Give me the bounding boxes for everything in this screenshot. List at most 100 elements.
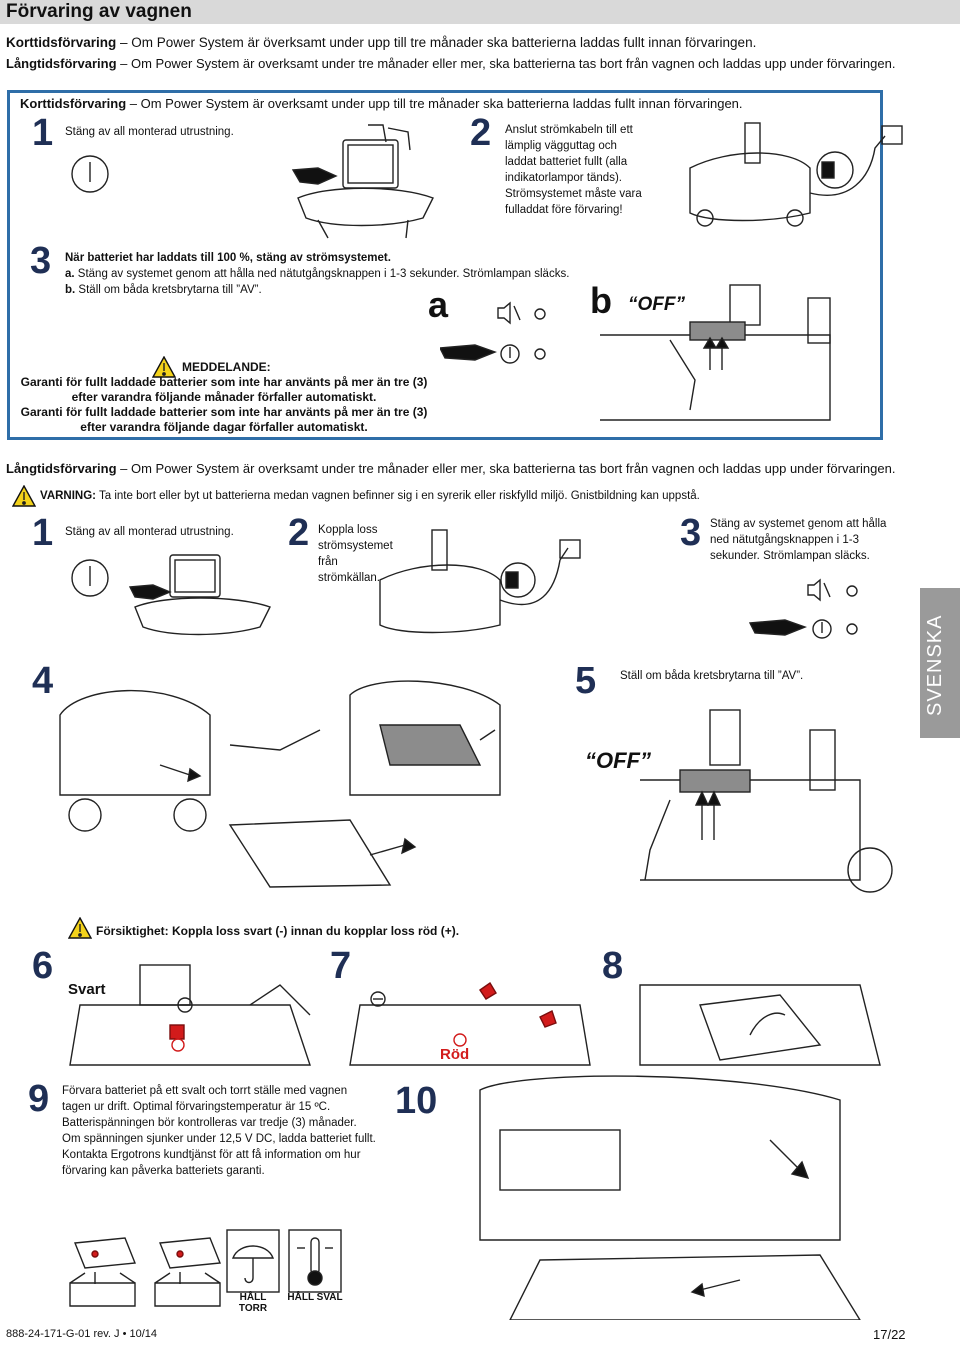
short-step1-text: Stäng av all monterad utrustning. bbox=[65, 126, 234, 138]
notice-line: Garanti för fullt laddade batterier som … bbox=[20, 375, 428, 389]
short-step3-b-text: Ställ om båda kretsbrytarna till ”AV”. bbox=[75, 284, 262, 296]
long-step9-line: tagen ur drift. Optimal förvaringstemper… bbox=[62, 1101, 331, 1113]
notice-line: efter varandra följande månader förfalle… bbox=[71, 390, 377, 404]
battery-disconnect-illustrations bbox=[69, 964, 881, 1066]
long-warning-text: Ta inte bort eller byt ut batterierna me… bbox=[96, 490, 700, 502]
short-step3-b-label: b. bbox=[65, 284, 76, 296]
short-step2-line: Anslut strömkabeln till ett bbox=[505, 124, 633, 136]
long-step1-text: Stäng av all monterad utrustning. bbox=[65, 526, 234, 538]
long-step2-line: Koppla loss bbox=[318, 524, 378, 536]
notice-title: MEDDELANDE: bbox=[182, 360, 271, 374]
cart-laptop-illustration bbox=[291, 124, 434, 239]
short-step2-line: fulladdat före förvaring! bbox=[505, 204, 623, 216]
short-step2-line: Strömsystemet måste vara bbox=[505, 188, 642, 200]
intro-long-label: Långtidsförvaring bbox=[6, 56, 117, 71]
long-off-label: “OFF” bbox=[585, 748, 651, 773]
circuit-breaker-illustration bbox=[600, 284, 831, 421]
short-step2-line: lämplig vägguttag och bbox=[505, 140, 617, 152]
cart-plug-illustration bbox=[689, 122, 903, 227]
short-section-text: – Om Power System är overksamt under upp… bbox=[126, 96, 743, 111]
intro-short-text: – Om Power System är överksamt under upp… bbox=[116, 35, 757, 50]
short-term-box bbox=[7, 90, 883, 440]
long-step9-line: Kontakta Ergotrons kundtjänst för att få… bbox=[62, 1149, 361, 1161]
long-step2-text: Koppla loss strömsystemet från strömkäll… bbox=[318, 522, 393, 586]
footer-page-number: 17/22 bbox=[873, 1327, 906, 1342]
long-step9-line: Batterispänningen bör kontrolleras var t… bbox=[62, 1117, 357, 1129]
boxes-illustration bbox=[69, 1237, 221, 1307]
footer-doc-id: 888-24-171-G-01 rev. J • 10/14 bbox=[6, 1328, 158, 1340]
long-step4-number: 4 bbox=[32, 660, 54, 702]
short-step1-number: 1 bbox=[32, 112, 54, 154]
long-step9-text: Förvara batteriet på ett svalt och torrt… bbox=[62, 1083, 376, 1179]
mute-and-power-buttons bbox=[440, 301, 546, 364]
long-step1-number: 1 bbox=[32, 512, 54, 554]
long-step9-line: Om spänningen sjunker under 12,5 V DC, l… bbox=[62, 1133, 376, 1145]
long-step5-text: Ställ om båda kretsbrytarna till ”AV”. bbox=[620, 670, 804, 682]
long-step3-line: ned nätutgångsknappen i 1-3 bbox=[710, 534, 859, 546]
intro-long-text: – Om Power System är overksamt under tre… bbox=[116, 56, 896, 71]
long-step9-number: 9 bbox=[28, 1078, 50, 1120]
long-step3-line: sekunder. Strömlampan släcks. bbox=[710, 550, 870, 562]
mute-and-power-buttons bbox=[748, 578, 858, 639]
notice-line: efter varandra följande dagar förfaller … bbox=[80, 420, 368, 434]
circuit-breaker-illustration bbox=[640, 709, 893, 893]
caution-text: Försiktighet: Koppla loss svart (-) inna… bbox=[96, 924, 460, 938]
short-step2-line: indikatorlampor tänds). bbox=[505, 172, 622, 184]
short-step3-number: 3 bbox=[30, 240, 52, 282]
long-step10-number: 10 bbox=[395, 1080, 438, 1122]
cart-unplug-illustration bbox=[379, 529, 581, 634]
long-step7-number: 7 bbox=[330, 945, 352, 987]
warning-icon bbox=[152, 356, 176, 378]
warning-icon bbox=[12, 485, 36, 507]
intro-short-label: Korttidsförvaring bbox=[6, 35, 117, 50]
intro-short: Korttidsförvaring – Om Power System är ö… bbox=[6, 35, 756, 50]
svart-label: Svart bbox=[68, 981, 106, 998]
short-step3-title: När batteriet har laddats till 100 %, st… bbox=[65, 252, 391, 264]
long-step2-line: från bbox=[318, 556, 338, 568]
long-step2-number: 2 bbox=[288, 512, 310, 554]
short-off-label: “OFF” bbox=[628, 294, 685, 315]
short-section-heading: Korttidsförvaring – Om Power System är o… bbox=[20, 96, 743, 111]
short-step3-a: a. Stäng av systemet genom att hålla ned… bbox=[65, 266, 569, 282]
long-step9-line: förvaring kan påverka batteriets garanti… bbox=[62, 1165, 265, 1177]
intro-long: Långtidsförvaring – Om Power System är o… bbox=[6, 56, 895, 71]
warning-icon bbox=[68, 917, 92, 939]
long-section-label: Långtidsförvaring bbox=[6, 461, 117, 476]
rod-label: Röd bbox=[440, 1046, 470, 1063]
language-side-tab: SVENSKA bbox=[920, 588, 960, 738]
battery-reinstall-illustration bbox=[479, 1075, 861, 1320]
short-letter-b: b bbox=[590, 280, 612, 321]
language-label: SVENSKA bbox=[924, 614, 946, 716]
long-step3-line: Stäng av systemet genom att hålla bbox=[710, 518, 887, 530]
page-title: Förvaring av vagnen bbox=[6, 1, 192, 22]
long-section-text: – Om Power System är overksamt under tre… bbox=[116, 461, 896, 476]
notice-text: Garanti för fullt laddade batterier som … bbox=[14, 375, 434, 435]
long-warning: VARNING: Ta inte bort eller byt ut batte… bbox=[40, 490, 700, 502]
short-letter-a: a bbox=[428, 284, 449, 325]
short-step3-a-text: Stäng av systemet genom att hålla ned nä… bbox=[74, 268, 570, 280]
keep-dry-label: HÅLL TORR bbox=[238, 1292, 268, 1314]
notice-line: Garanti för fullt laddade batterier som … bbox=[20, 405, 428, 419]
short-step3-b: b. Ställ om båda kretsbrytarna till ”AV”… bbox=[65, 282, 262, 298]
long-warning-label: VARNING: bbox=[40, 490, 97, 502]
long-step6-number: 6 bbox=[32, 945, 54, 987]
long-section-heading: Långtidsförvaring – Om Power System är o… bbox=[6, 461, 895, 476]
long-step5-number: 5 bbox=[575, 660, 597, 702]
power-icon bbox=[71, 155, 109, 193]
short-step2-text: Anslut strömkabeln till ett lämplig vägg… bbox=[505, 122, 642, 218]
short-section-label: Korttidsförvaring bbox=[20, 96, 127, 111]
keep-dry-and-cool-icons bbox=[226, 1229, 342, 1293]
short-step2-number: 2 bbox=[470, 112, 492, 154]
long-step3-text: Stäng av systemet genom att hålla ned nä… bbox=[710, 516, 886, 564]
long-step9-line: Förvara batteriet på ett svalt och torrt… bbox=[62, 1085, 348, 1097]
long-step8-number: 8 bbox=[602, 945, 624, 987]
long-step3-number: 3 bbox=[680, 512, 702, 554]
short-step3-a-label: a. bbox=[65, 268, 75, 280]
battery-cover-removal-illustration bbox=[59, 680, 501, 888]
long-step2-line: strömkällan. bbox=[318, 572, 380, 584]
power-icon bbox=[71, 559, 109, 597]
page-title-bar: Förvaring av vagnen bbox=[0, 0, 960, 24]
cart-laptop-illustration bbox=[128, 554, 271, 636]
long-step2-line: strömsystemet bbox=[318, 540, 393, 552]
short-step2-line: laddat batteriet fullt (alla bbox=[505, 156, 628, 168]
